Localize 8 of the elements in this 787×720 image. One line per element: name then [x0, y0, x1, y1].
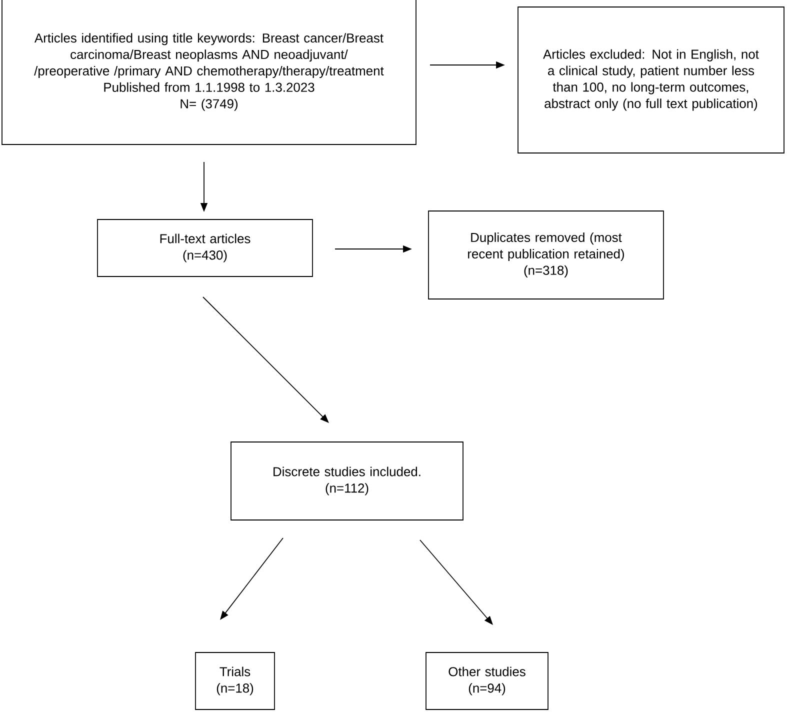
process-box: Duplicates removed (most recent publication retained) (n=318): [428, 210, 664, 300]
process-box: Other studies (n=94): [426, 652, 548, 710]
process-box: Discrete studies included. (n=112): [230, 442, 464, 520]
arrow: [202, 296, 329, 423]
process-box: Full-text articles (n=430): [97, 219, 313, 277]
process-box: Articles identified using title keywords: Breast cancer/Breast carcinoma/Breast neoplasms AND neoadjuvant/ /preoperative /primary AND chemotherapy/therapy/treatment Published from 1.1.1998 to 1.3.2023 N= (3749): [2, 0, 416, 145]
process-box: Trials (n=18): [195, 652, 275, 710]
process-box: Articles excluded: Not in English, not a clinical study, patient number less than 100, no long-term outcomes, abstract only (no full text publication): [518, 6, 784, 154]
